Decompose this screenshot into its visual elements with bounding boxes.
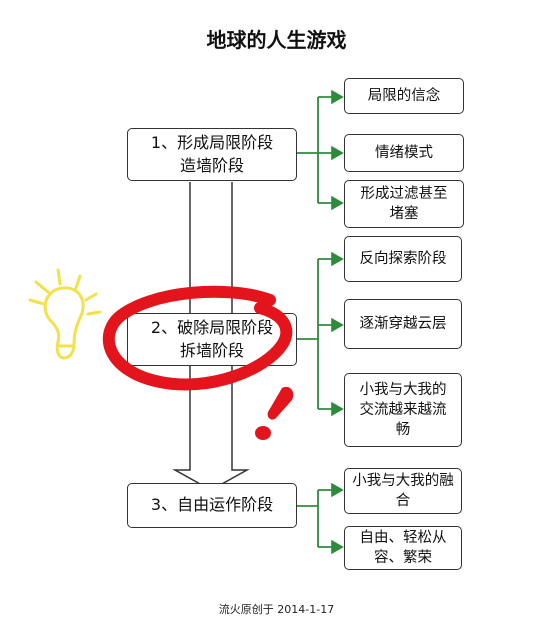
stage-3-line1: 3、自由运作阶段 (150, 495, 274, 515)
substep-2-2: 逐渐穿越云层 (344, 299, 462, 349)
substep-2-3: 小我与大我的交流越来越流畅 (344, 373, 462, 447)
lightbulb-icon (28, 268, 102, 360)
stage-box-3: 3、自由运作阶段 (127, 483, 297, 528)
page-title: 地球的人生游戏 (206, 28, 347, 52)
stage-1-line2: 造墙阶段 (179, 155, 244, 175)
footer-credit: 流火原创于 2014-1-17 (218, 603, 335, 616)
red-exclamation-mark (255, 386, 294, 440)
substep-1-1: 局限的信念 (344, 78, 464, 114)
substep-2-1: 反向探索阶段 (344, 236, 462, 282)
connector-group-2 (297, 251, 344, 417)
substep-1-3: 形成过滤甚至堵塞 (344, 180, 464, 228)
substep-3-1: 小我与大我的融合 (344, 468, 462, 514)
red-circle-mark (102, 285, 293, 391)
stage-2-line1: 2、破除局限阶段 (150, 318, 274, 338)
connector-group-3 (297, 482, 344, 555)
substep-1-2: 情绪模式 (344, 134, 464, 172)
connector-group-1 (297, 89, 344, 211)
substep-3-2: 自由、轻松从容、繁荣 (344, 526, 462, 570)
stage-box-1: 1、形成局限阶段 造墙阶段 (127, 128, 297, 181)
stage-1-line1: 1、形成局限阶段 (150, 133, 274, 153)
stage-2-line2: 拆墙阶段 (179, 340, 244, 360)
